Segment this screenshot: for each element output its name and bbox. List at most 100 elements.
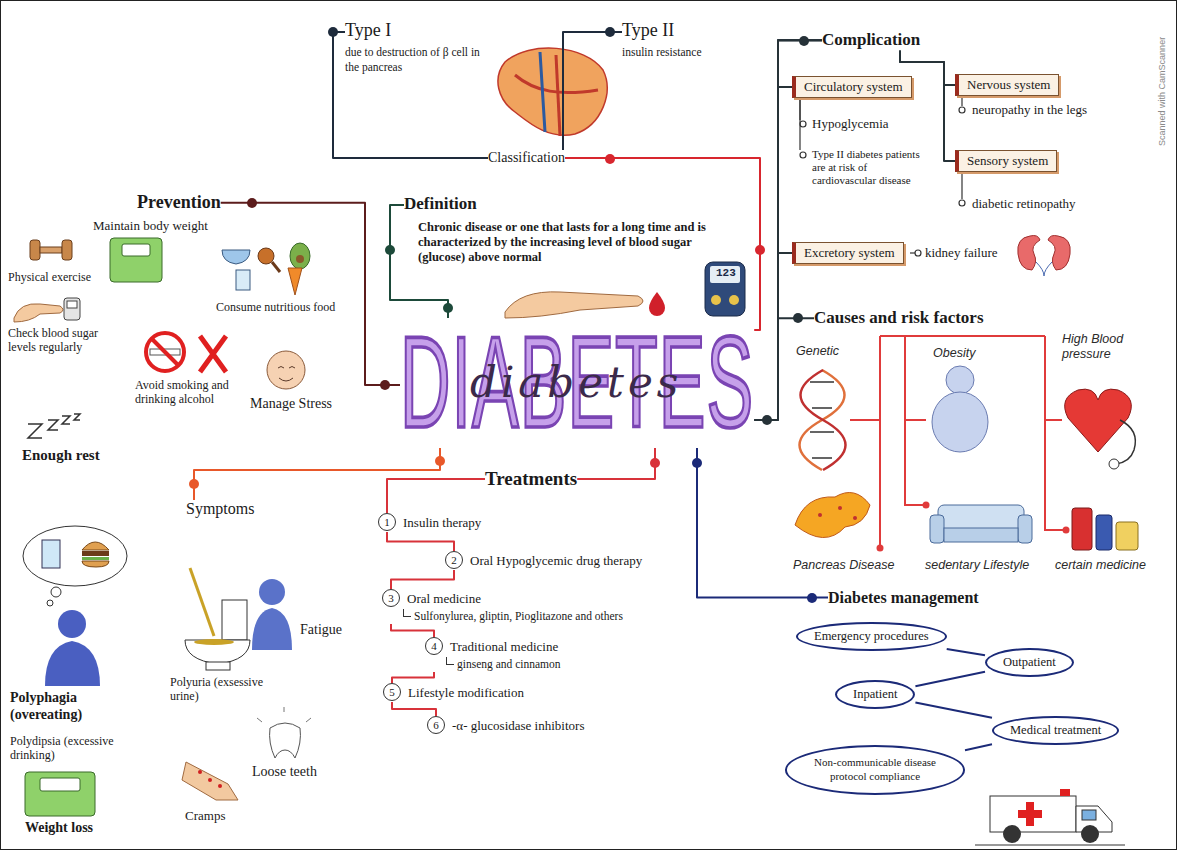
- connector-line: [392, 672, 434, 683]
- node-title: Inpatient: [853, 687, 897, 702]
- tooth-icon: [270, 723, 301, 758]
- food-icons: [288, 268, 302, 295]
- branch-dot: [189, 479, 199, 489]
- branch-dot: [755, 245, 765, 255]
- causes-network: [850, 419, 880, 421]
- leg-cramp-icon: [182, 762, 238, 800]
- step-item: 6-α- glucosidase inhibitors: [427, 716, 584, 735]
- connector-line: [387, 479, 485, 513]
- node-title: 1: [378, 513, 396, 531]
- branch-heading: Treatments: [485, 468, 577, 490]
- food-icons: [236, 270, 250, 290]
- sleep-icon: [48, 420, 58, 430]
- branch-dot: [247, 198, 257, 208]
- label-text: Weight loss: [25, 820, 93, 837]
- connector-line: [915, 672, 985, 687]
- node-text: Sulfonylurea, gliptin, Pioglitazone and …: [382, 608, 623, 624]
- sofa-icon: [1018, 515, 1032, 543]
- sofa-icon: [944, 528, 1018, 542]
- check-sugar-icon: [14, 304, 63, 322]
- scale-icon: [110, 238, 162, 282]
- dumbbell-icon: [30, 240, 72, 260]
- hand-and-drop: [505, 292, 665, 318]
- system-box: Excretory system: [792, 242, 904, 264]
- ambulance-icon: [1060, 789, 1070, 796]
- sleep-icon: [74, 414, 80, 420]
- hunger-thought-icon: [42, 540, 60, 568]
- glucometer: [711, 295, 721, 305]
- pancreas-disease-icon: [818, 513, 822, 517]
- hunger-thought-icon: [23, 526, 127, 586]
- check-sugar-icon: [64, 298, 80, 320]
- system-box: Sensory system: [955, 150, 1057, 172]
- medicine-icon: [1096, 515, 1112, 550]
- label-text: Hypoglycemia: [812, 116, 889, 132]
- connector-line: [947, 649, 985, 655]
- label-text: diabetic retinopathy: [972, 196, 1076, 212]
- pancreas-drawing: [498, 48, 607, 135]
- causes-network: [1045, 419, 1062, 421]
- connector-line: [221, 203, 400, 385]
- branch-dot: [807, 593, 817, 603]
- node-text: -α- glucosidase inhibitors: [427, 716, 584, 735]
- medicine-icon: [1072, 508, 1138, 550]
- tired-person: [252, 579, 292, 650]
- ambulance-icon: [990, 796, 1076, 832]
- node-text: due to destruction of β cell in the panc…: [345, 45, 495, 75]
- scale-icon: [110, 238, 162, 282]
- branch-dot: [650, 458, 660, 468]
- label-text: High Blood pressure: [1062, 332, 1147, 362]
- no-smoking-icon: [146, 333, 226, 372]
- node-title: 3: [382, 589, 400, 607]
- ambulance-icon: [1018, 802, 1042, 826]
- branch-heading: Complication: [822, 30, 920, 50]
- branch-dot: [328, 27, 338, 37]
- dna-icon: [801, 370, 846, 470]
- node-text: Oral Hypoglycemic drug therapy: [445, 551, 642, 570]
- node-text: diabetes: [470, 358, 682, 407]
- hunger-thought-icon: [47, 600, 53, 606]
- kidney-icon: [1048, 236, 1070, 271]
- branch-dot: [189, 27, 817, 603]
- causes-network: [850, 336, 1066, 548]
- medicine-icon: [1116, 522, 1138, 550]
- connector-line: [754, 318, 814, 420]
- label-text: Avoid smoking and drinking alcohol: [135, 378, 253, 407]
- causes-network: [1045, 336, 1066, 530]
- connector-line: [778, 40, 822, 253]
- branch-dot: [762, 415, 772, 425]
- node-title: Diabetes management: [828, 588, 979, 607]
- branch-dot: [443, 303, 453, 313]
- toilet-icon: [190, 568, 214, 636]
- label-text: Type II diabetes patients are at risk of…: [812, 148, 930, 188]
- node-title: 6: [427, 716, 445, 734]
- ambulance-icon: [1082, 810, 1096, 820]
- node-title: 2: [445, 551, 463, 569]
- branch-dot: [605, 27, 615, 37]
- node-title: Medical treatment: [1010, 723, 1101, 738]
- dna-icon: [800, 370, 846, 470]
- complication-leaders: [910, 252, 915, 253]
- connector-line: [391, 570, 454, 589]
- node-text: ginseng and cinnamon: [425, 656, 560, 672]
- sofa-icon: [930, 505, 1032, 543]
- food-icons: [258, 248, 274, 264]
- hand-and-drop: [649, 292, 665, 316]
- check-sugar-icon: [67, 301, 77, 308]
- connector-line: [194, 448, 440, 500]
- label-text: Cramps: [185, 808, 225, 824]
- hand-and-drop: [505, 292, 643, 318]
- node-title: Treatments: [485, 468, 577, 490]
- sleep-icon: [28, 424, 42, 438]
- class-heading: Type IIinsulin resistance: [622, 20, 752, 60]
- no-smoking-icon: [152, 339, 178, 365]
- weight-scale-icon: [25, 772, 95, 816]
- branch-dot: [692, 458, 702, 468]
- ellipse-box: Emergency procedures: [796, 622, 947, 651]
- glucometer: [710, 266, 740, 283]
- hunger-thought-icon: [51, 587, 61, 597]
- complication-leaders: [800, 97, 965, 256]
- node-title: Prevention: [137, 192, 221, 214]
- title-word: DIABETESdiabetes: [400, 318, 754, 448]
